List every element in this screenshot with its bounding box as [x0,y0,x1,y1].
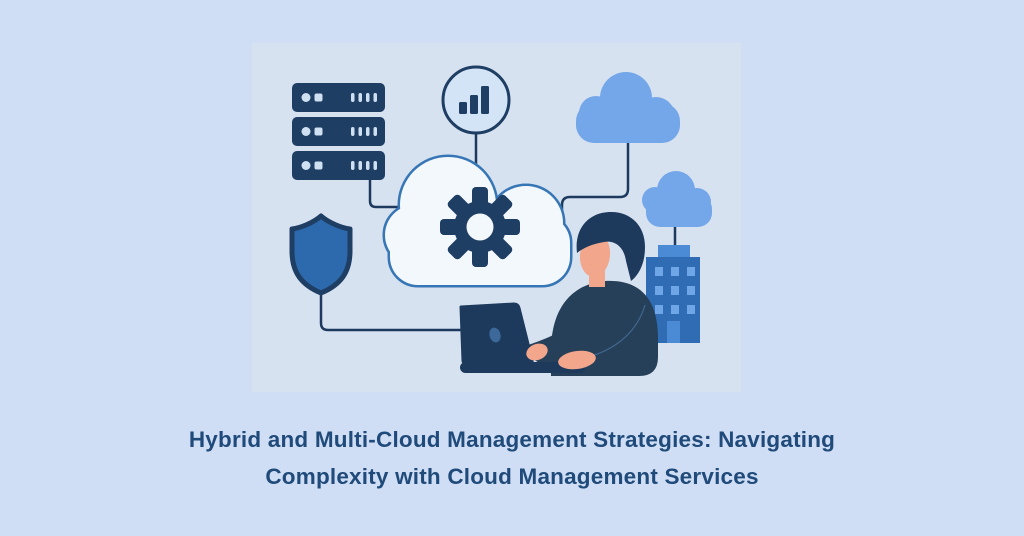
connector-servers-to-cloud [368,176,414,209]
cloud-icon-small [642,171,712,227]
laptop-logo [489,327,501,343]
laptop-base [460,362,585,373]
person-hair [576,211,645,281]
connector-lines [319,130,677,332]
gear-icon [440,187,520,267]
server-stack-icon [292,83,385,180]
shield-icon [289,213,353,296]
connector-bigcloud-to-cloud [560,139,630,221]
banner-illustration [252,43,741,392]
connector-shield-to-laptop [319,290,464,332]
page-title: Hybrid and Multi-Cloud Management Strate… [0,421,1024,495]
page-title-line2: Complexity with Cloud Management Service… [265,464,759,489]
cloud-icon [576,72,680,143]
page-title-line1: Hybrid and Multi-Cloud Management Strate… [188,427,836,452]
illustration-canvas [289,65,712,376]
bar-chart-icon [441,65,511,135]
laptop-icon [459,302,585,373]
person-hands [526,343,596,370]
cloud-gear-icon [382,154,573,288]
